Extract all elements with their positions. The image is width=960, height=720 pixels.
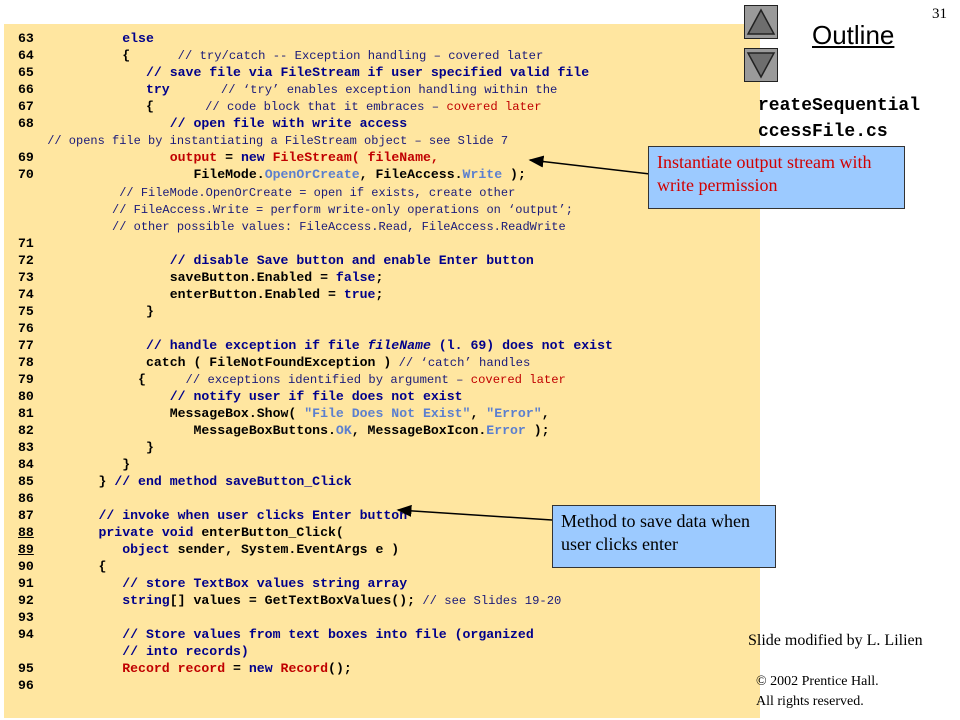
code-line: 71 bbox=[18, 236, 34, 251]
code-line: 75 } bbox=[18, 304, 154, 319]
previous-slide-button[interactable] bbox=[744, 5, 778, 39]
code-line: 68 // open file with write access bbox=[18, 116, 408, 131]
file-name-line: ccessFile.cs bbox=[758, 122, 888, 142]
code-line: 86 bbox=[18, 491, 34, 506]
code-line: 69 output = new FileStream( fileName, bbox=[18, 150, 439, 165]
code-line: 92 string[] values = GetTextBoxValues();… bbox=[18, 593, 562, 608]
slide-credit: Slide modified by L. Lilien bbox=[748, 632, 923, 649]
code-line: 84 } bbox=[18, 457, 131, 472]
code-comment-line: // other possible values: FileAccess.Rea… bbox=[4, 220, 566, 234]
code-line: 77 // handle exception if file fileName … bbox=[18, 338, 613, 353]
file-name-line: reateSequential bbox=[758, 96, 921, 116]
outline-link[interactable]: Outline bbox=[812, 20, 895, 50]
code-comment-line: // FileMode.OpenOrCreate = open if exist… bbox=[4, 186, 516, 200]
code-line: 65 // save file via FileStream if user s… bbox=[18, 65, 590, 80]
next-slide-button[interactable] bbox=[744, 48, 778, 82]
triangle-down-icon bbox=[746, 52, 776, 79]
code-listing-panel: 63 else 64 { // try/catch -- Exception h… bbox=[4, 24, 760, 718]
code-line: 88 private void enterButton_Click( bbox=[18, 525, 344, 540]
code-line: 87 // invoke when user clicks Enter butt… bbox=[18, 508, 408, 523]
code-line: 89 object sender, System.EventArgs e ) bbox=[18, 542, 400, 557]
code-line: 90 { bbox=[18, 559, 107, 574]
code-line: 70 FileMode.OpenOrCreate, FileAccess.Wri… bbox=[18, 167, 526, 182]
code-line: 66 try // ‘try’ enables exception handli… bbox=[18, 82, 558, 97]
code-line: 93 bbox=[18, 610, 34, 625]
code-line: 80 // notify user if file does not exist bbox=[18, 389, 463, 404]
code-line: 96 bbox=[18, 678, 34, 693]
code-line: 85 } // end method saveButton_Click bbox=[18, 474, 352, 489]
callout-save-method: Method to save data when user clicks ent… bbox=[552, 505, 776, 568]
code-line: 67 { // code block that it embraces – co… bbox=[18, 99, 542, 114]
code-line: 79 { // exceptions identified by argumen… bbox=[18, 372, 566, 387]
code-line: 82 MessageBoxButtons.OK, MessageBoxIcon.… bbox=[18, 423, 550, 438]
callout-output-stream: Instantiate output stream with write per… bbox=[648, 146, 905, 209]
code-line: 74 enterButton.Enabled = true; bbox=[18, 287, 384, 302]
code-line: 95 Record record = new Record(); bbox=[18, 661, 352, 676]
triangle-up-icon bbox=[746, 8, 776, 35]
code-line: // into records) bbox=[51, 644, 249, 659]
code-line: 64 { // try/catch -- Exception handling … bbox=[18, 48, 544, 63]
code-line: 94 // Store values from text boxes into … bbox=[18, 627, 534, 642]
copyright-line: © 2002 Prentice Hall. bbox=[756, 674, 879, 689]
code-line: 91 // store TextBox values string array bbox=[18, 576, 408, 591]
code-line: 78 catch ( FileNotFoundException ) // ‘c… bbox=[18, 355, 531, 370]
code-line: 73 saveButton.Enabled = false; bbox=[18, 270, 384, 285]
code-line: 72 // disable Save button and enable Ent… bbox=[18, 253, 534, 268]
code-comment-line: // opens file by instantiating a FileStr… bbox=[4, 134, 509, 148]
copyright-line: All rights reserved. bbox=[756, 694, 864, 709]
code-comment-line: // FileAccess.Write = perform write-only… bbox=[4, 203, 573, 217]
code-line: 81 MessageBox.Show( "File Does Not Exist… bbox=[18, 406, 550, 421]
code-line: 63 else bbox=[18, 31, 154, 46]
code-line: 76 bbox=[18, 321, 34, 336]
code-line: 83 } bbox=[18, 440, 154, 455]
slide-number: 31 bbox=[932, 6, 947, 22]
